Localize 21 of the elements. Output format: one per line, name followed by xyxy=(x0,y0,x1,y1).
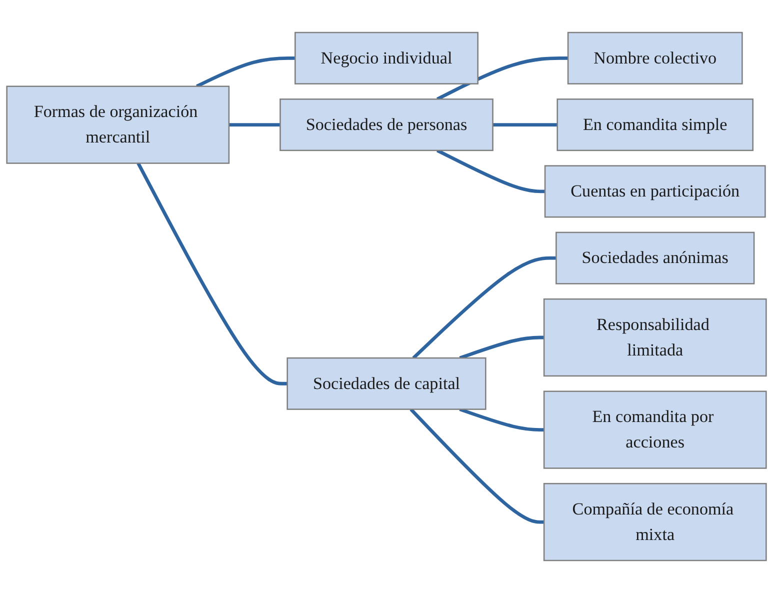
connector xyxy=(228,123,280,126)
node-box: En comandita por acciones xyxy=(543,390,767,469)
node-box: Formas de organización mercantil xyxy=(6,86,230,164)
connector xyxy=(196,56,296,88)
connector xyxy=(459,408,544,432)
node-box: Compañía de economía mixta xyxy=(543,482,767,562)
node-box: Sociedades de capital xyxy=(286,357,486,410)
node-box: Responsabilidad limitada xyxy=(543,298,767,377)
node-box: Sociedades anónimas xyxy=(556,232,755,284)
node-box: En comandita simple xyxy=(556,98,754,152)
node-box: Sociedades de personas xyxy=(280,98,494,152)
node-box: Negocio individual xyxy=(294,32,478,84)
node-box: Nombre colectivo xyxy=(567,32,743,84)
connector xyxy=(459,336,544,360)
connector xyxy=(492,123,558,126)
connector xyxy=(412,256,556,360)
connector xyxy=(136,162,288,386)
connector xyxy=(436,56,568,101)
node-box: Cuentas en participación xyxy=(544,165,766,218)
connector xyxy=(410,408,544,524)
connector xyxy=(436,148,546,194)
